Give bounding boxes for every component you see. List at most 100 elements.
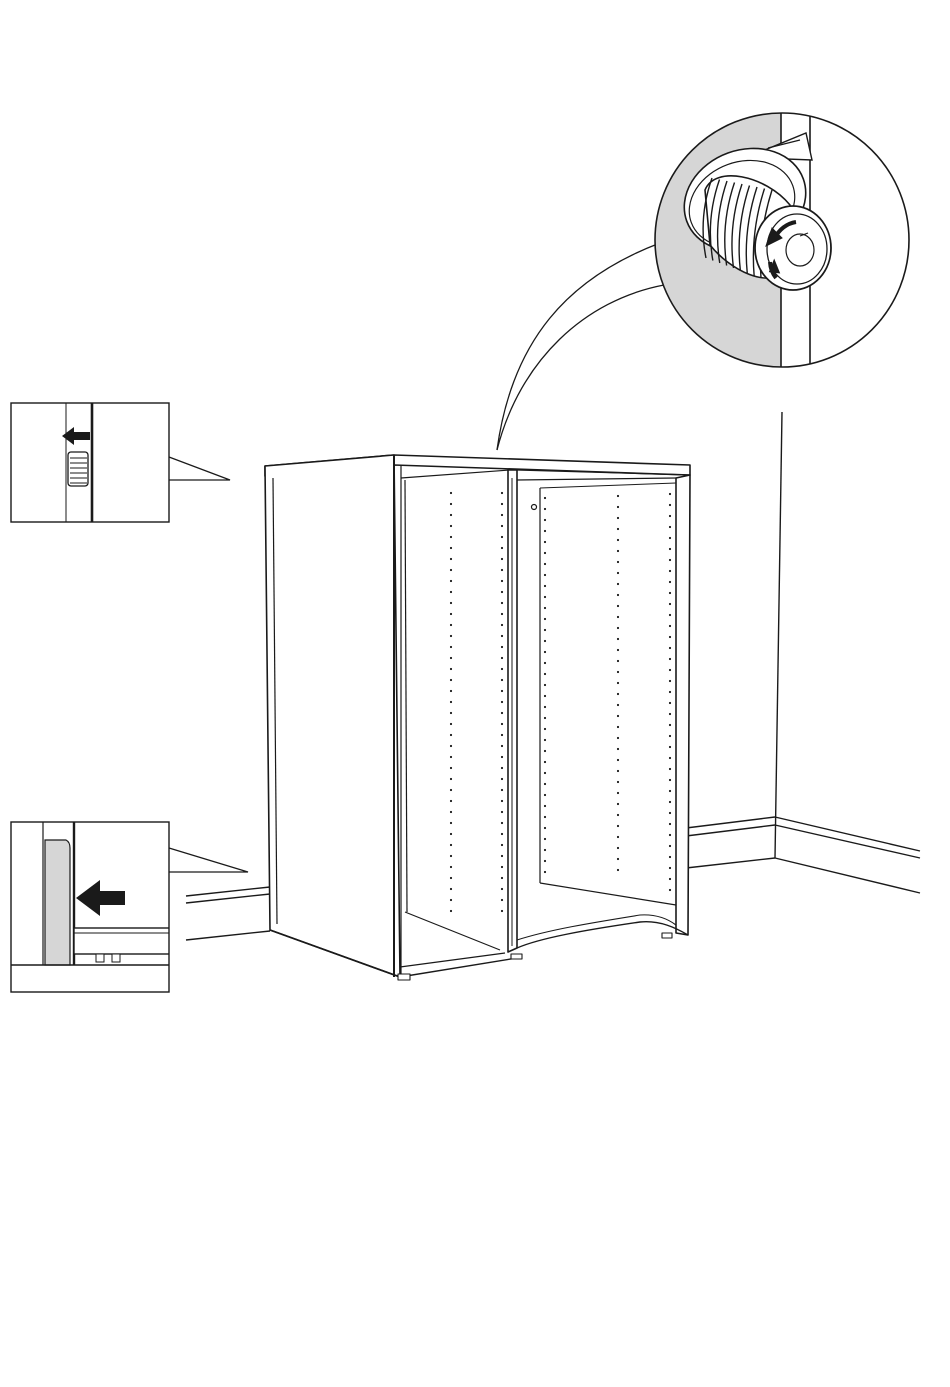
shelf-pin-hole bbox=[544, 849, 546, 851]
shelf-pin-hole bbox=[450, 690, 452, 692]
shelf-pin-hole bbox=[450, 624, 452, 626]
cabinet bbox=[265, 455, 690, 980]
shelf-pin-hole bbox=[450, 778, 452, 780]
shelf-pin-hole bbox=[450, 525, 452, 527]
cabinet-right-side-panel bbox=[676, 475, 690, 935]
shelf-pin-hole bbox=[669, 823, 671, 825]
shelf-pin-hole bbox=[501, 888, 503, 890]
shelf-pin-hole bbox=[617, 869, 619, 871]
shelf-pin-hole bbox=[450, 855, 452, 857]
shelf-pin-hole bbox=[450, 536, 452, 538]
top-right-callout-leader bbox=[497, 243, 664, 450]
shelf-pin-hole bbox=[501, 712, 503, 714]
shelf-pin-hole bbox=[617, 660, 619, 662]
shelf-pin-hole bbox=[669, 867, 671, 869]
bottom-left-callout bbox=[11, 822, 248, 992]
shelf-pin-hole bbox=[450, 580, 452, 582]
shelf-pin-hole bbox=[617, 682, 619, 684]
shelf-pin-hole bbox=[450, 646, 452, 648]
shelf-pin-hole bbox=[501, 657, 503, 659]
shelf-pin-hole bbox=[501, 690, 503, 692]
shelf-pin-hole bbox=[501, 536, 503, 538]
shelf-pin-hole bbox=[669, 658, 671, 660]
shelf-pin-hole bbox=[501, 602, 503, 604]
shelf-pin-hole bbox=[617, 836, 619, 838]
shelf-pin-hole bbox=[617, 550, 619, 552]
shelf-pin-hole bbox=[544, 717, 546, 719]
shelf-pin-hole bbox=[450, 679, 452, 681]
shelf-pin-hole bbox=[617, 803, 619, 805]
shelf-pin-hole bbox=[544, 706, 546, 708]
shelf-pin-hole bbox=[501, 833, 503, 835]
shelf-pin-hole bbox=[617, 748, 619, 750]
shelf-pin-hole bbox=[501, 778, 503, 780]
shelf-pin-hole bbox=[669, 702, 671, 704]
top-right-callout bbox=[640, 100, 909, 380]
shelf-pin-hole bbox=[501, 723, 503, 725]
shelf-pin-hole bbox=[501, 591, 503, 593]
shelf-pin-hole bbox=[544, 574, 546, 576]
shelf-pin-hole bbox=[669, 812, 671, 814]
shelf-pin-hole bbox=[669, 526, 671, 528]
shelf-pin-hole bbox=[544, 607, 546, 609]
shelf-pin-hole bbox=[450, 492, 452, 494]
shelf-pin-hole bbox=[501, 624, 503, 626]
shelf-pin-hole bbox=[450, 734, 452, 736]
shelf-pin-hole bbox=[617, 858, 619, 860]
shelf-pin-hole bbox=[669, 834, 671, 836]
shelf-pin-hole bbox=[544, 585, 546, 587]
shelf-pin-hole bbox=[617, 561, 619, 563]
shelf-pin-hole bbox=[450, 822, 452, 824]
shelf-pin-hole bbox=[450, 602, 452, 604]
shelf-pin-hole bbox=[617, 594, 619, 596]
shelf-pin-hole bbox=[501, 492, 503, 494]
shelf-pin-hole bbox=[501, 734, 503, 736]
shelf-pin-hole bbox=[669, 889, 671, 891]
shelf-pin-hole bbox=[501, 668, 503, 670]
shelf-pin-hole bbox=[617, 528, 619, 530]
shelf-pin-hole bbox=[501, 822, 503, 824]
shelf-pin-hole bbox=[501, 855, 503, 857]
shelf-pin-hole bbox=[450, 569, 452, 571]
shelf-pin-hole bbox=[501, 701, 503, 703]
skirting-right-mid bbox=[775, 825, 920, 858]
shelf-pin-hole bbox=[501, 745, 503, 747]
shelf-pin-hole bbox=[450, 558, 452, 560]
shelf-pin-hole bbox=[450, 723, 452, 725]
shelf-pin-hole bbox=[544, 497, 546, 499]
shelf-pin-hole bbox=[669, 801, 671, 803]
shelf-pin-hole bbox=[450, 811, 452, 813]
shelf-pin-hole bbox=[501, 646, 503, 648]
shelf-pin-hole bbox=[450, 833, 452, 835]
shelf-pin-hole bbox=[544, 871, 546, 873]
shelf-pin-hole bbox=[544, 695, 546, 697]
shelf-pin-hole bbox=[450, 668, 452, 670]
shelf-pin-hole bbox=[669, 779, 671, 781]
shelf-pin-hole bbox=[544, 728, 546, 730]
shelf-pin-hole bbox=[544, 552, 546, 554]
shelf-pin-hole bbox=[501, 613, 503, 615]
shelf-pin-hole bbox=[617, 792, 619, 794]
shelf-pin-hole bbox=[544, 772, 546, 774]
shelf-pin-hole bbox=[669, 746, 671, 748]
shelf-pin-hole bbox=[450, 756, 452, 758]
shelf-pin-hole bbox=[450, 712, 452, 714]
shelf-pin-hole bbox=[501, 569, 503, 571]
shelf-pin-hole bbox=[450, 899, 452, 901]
shelf-pin-hole bbox=[617, 759, 619, 761]
shelf-pin-hole bbox=[450, 514, 452, 516]
shelf-pin-hole bbox=[669, 581, 671, 583]
shelf-pin-hole bbox=[544, 662, 546, 664]
shelf-pin-hole bbox=[544, 519, 546, 521]
shelf-pin-hole bbox=[669, 790, 671, 792]
shelf-pin-hole bbox=[544, 563, 546, 565]
cabinet-foot-right bbox=[662, 933, 672, 938]
shelf-pin-hole bbox=[669, 570, 671, 572]
shelf-pin-hole bbox=[617, 704, 619, 706]
shelf-pin-hole bbox=[544, 651, 546, 653]
cabinet-left-side-panel bbox=[265, 455, 400, 977]
shelf-pin-hole bbox=[544, 783, 546, 785]
shelf-pin-hole bbox=[450, 910, 452, 912]
shelf-pin-hole bbox=[501, 811, 503, 813]
shelf-pin-hole bbox=[544, 596, 546, 598]
